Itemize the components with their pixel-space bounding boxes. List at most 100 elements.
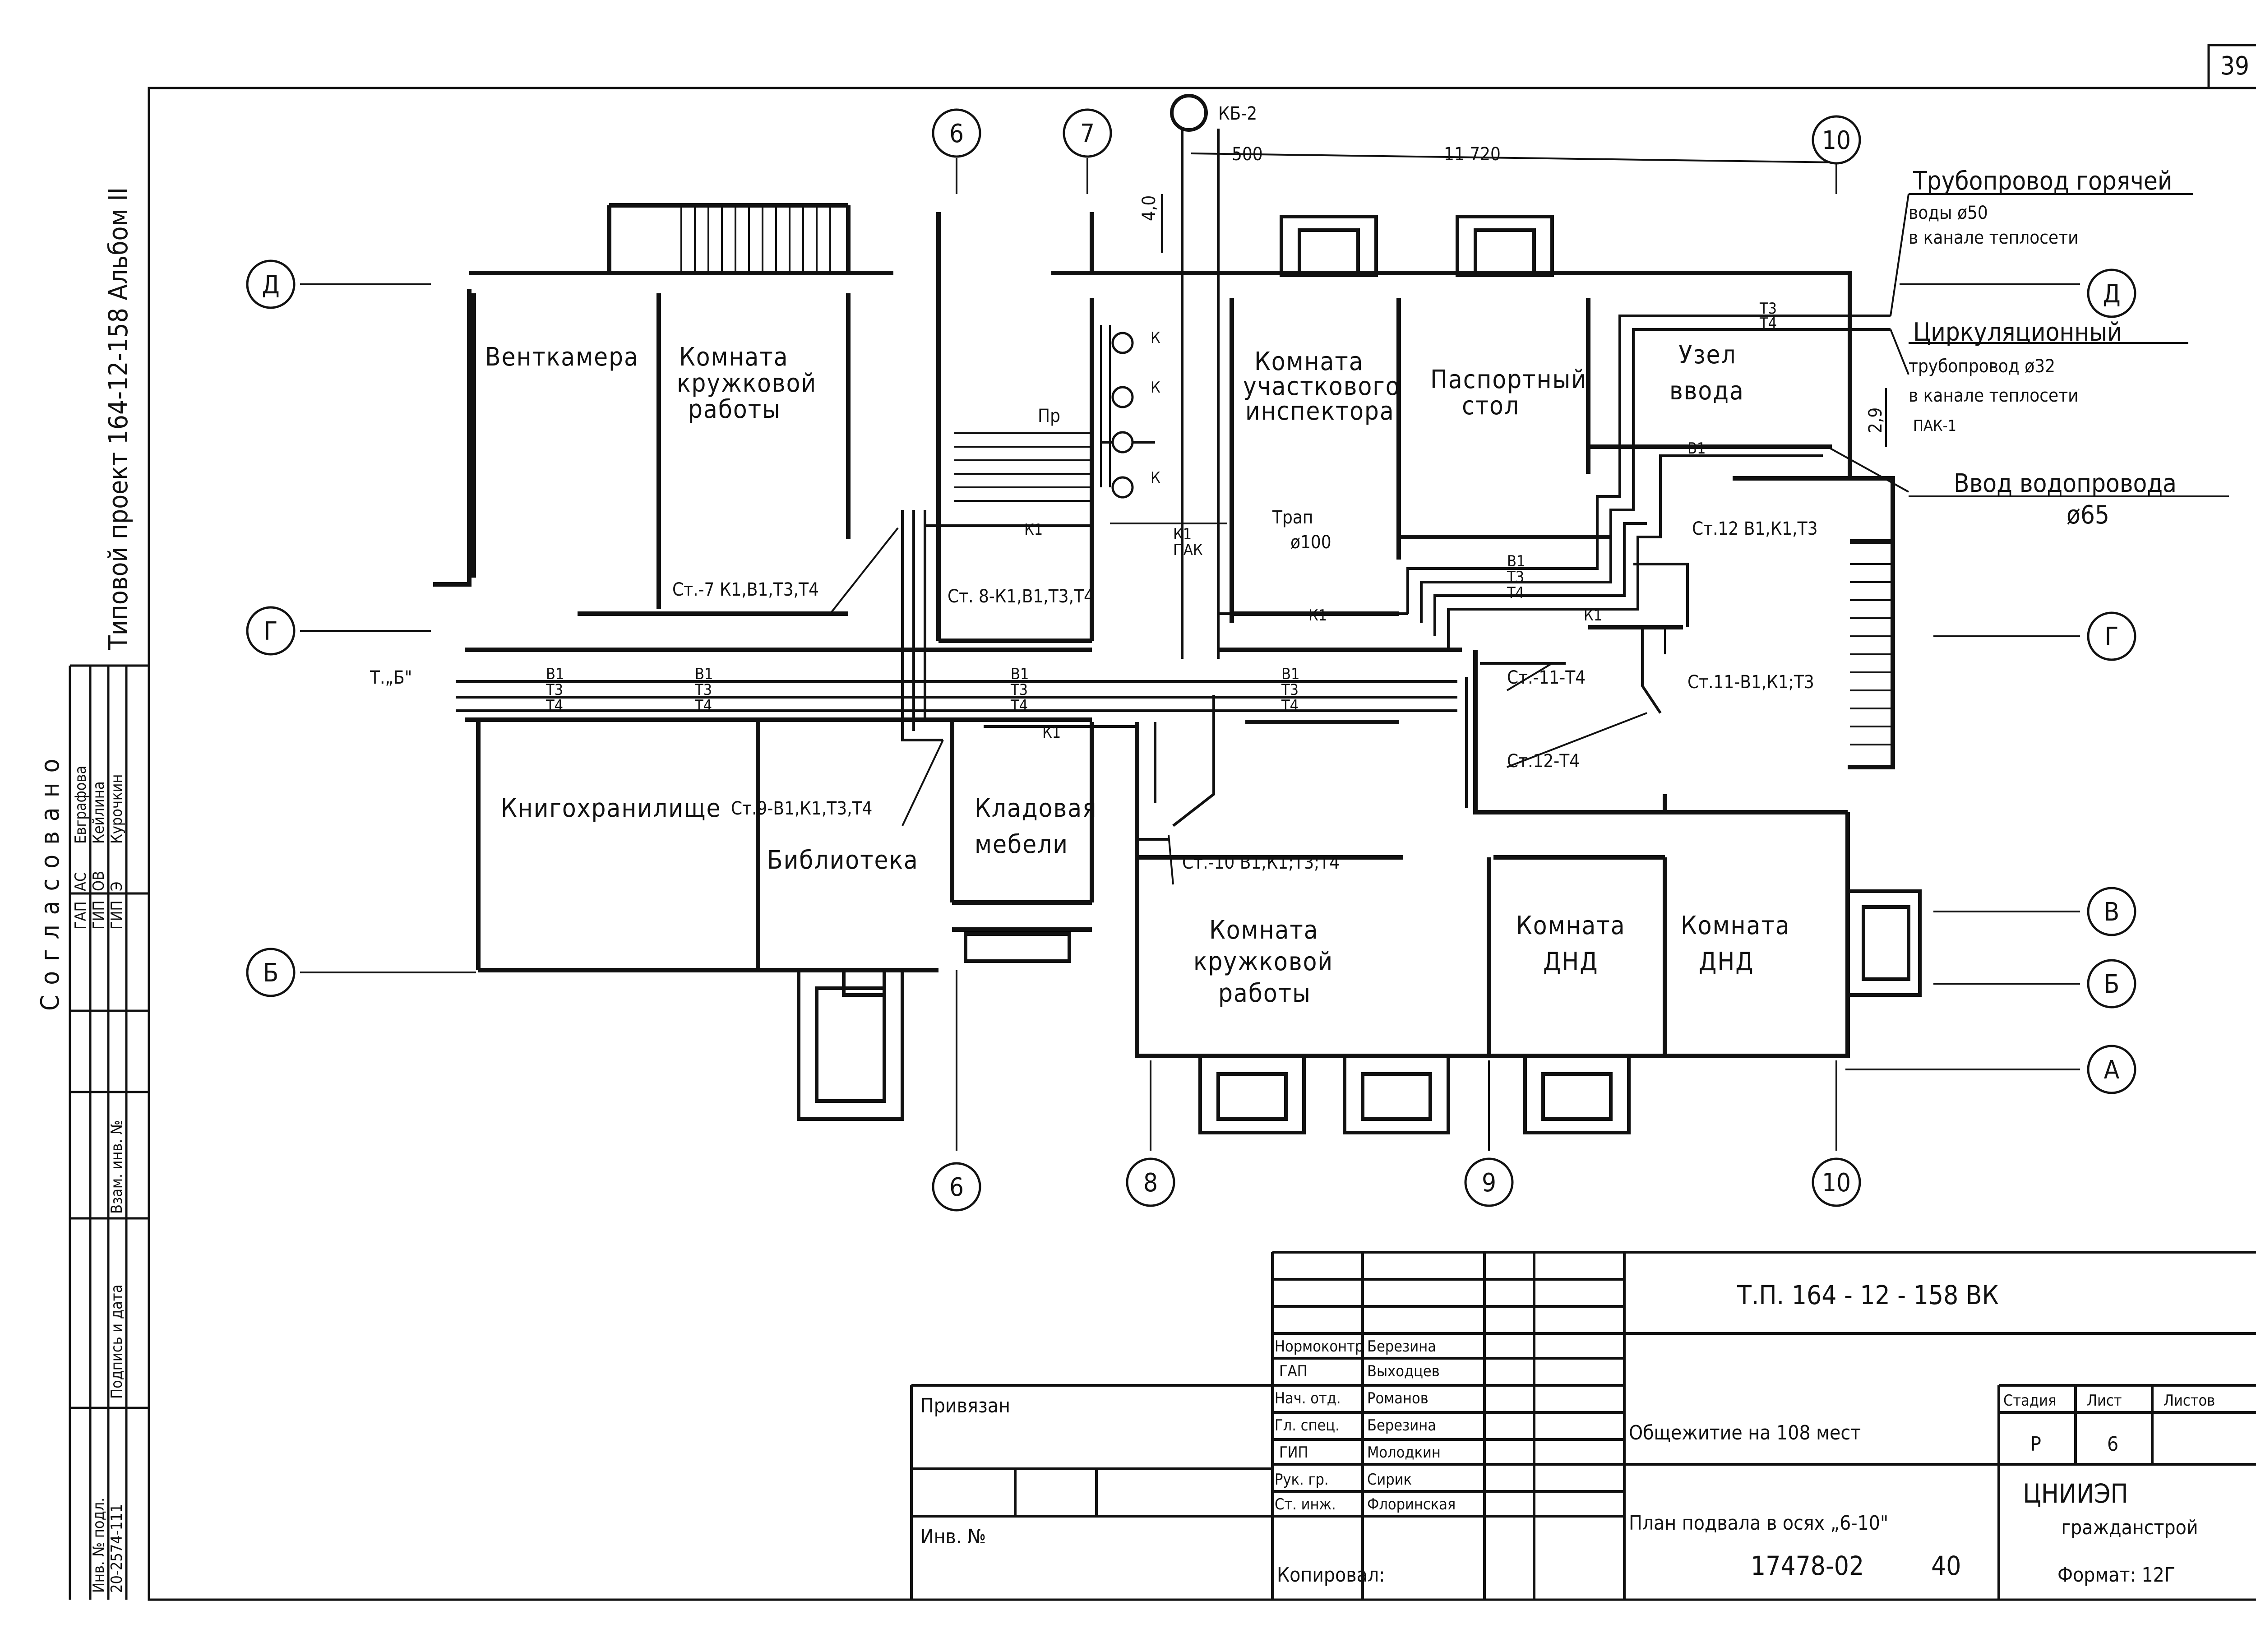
riser-st7: Ст.-7 К1,В1,Т3,Т4 [672, 579, 819, 600]
axis-8-bottom: 8 [1143, 1168, 1158, 1198]
tb-sig-name-2: Выходцев [1367, 1362, 1440, 1380]
axis-B-left: Б [263, 958, 279, 988]
tb-sig-name-7: Флоринская [1367, 1495, 1456, 1513]
room-kruzhok2-l1: Комната [1209, 916, 1319, 945]
pipe-label-k: К [1151, 329, 1160, 347]
pipe-network [456, 129, 1891, 841]
axis-6-bottom: 6 [949, 1173, 964, 1202]
label-sign-date: Подпись и дата [108, 1285, 126, 1399]
label-inv-orig: Инв. № подл. [90, 1498, 108, 1593]
tb-order-no: 17478-02 [1751, 1550, 1864, 1581]
pipe-label-t4: Т4 [1759, 315, 1777, 333]
tb-sig-name-4: Березина [1367, 1416, 1436, 1435]
pipe-label-t4: Т4 [1507, 584, 1524, 602]
approval-dept-2: ОВ [90, 871, 108, 891]
callout-tb: Т.„Б" [370, 667, 412, 688]
room-dnd2-l1: Комната [1681, 911, 1790, 940]
leaders [829, 153, 2229, 885]
callout-pr: Пр [1038, 406, 1060, 426]
building-walls [433, 203, 1895, 1058]
tb-stage: Р [2030, 1433, 2041, 1456]
tb-designation: Т.П. 164 - 12 - 158 ВК [1737, 1280, 1999, 1310]
pipe-label-v1: В1 [1011, 665, 1029, 683]
stairs [680, 208, 1891, 745]
tb-sig-role-1: Нормоконтр [1275, 1337, 1364, 1356]
pipe-label-t3: Т3 [1281, 681, 1299, 699]
pipe-label-t3: Т3 [694, 681, 712, 699]
tb-sig-name-1: Березина [1367, 1337, 1436, 1356]
room-dnd1-l1: Комната [1516, 911, 1626, 940]
room-kruzhok1-l2: кружковой [677, 369, 817, 398]
approval-dept-1: АС [72, 872, 90, 891]
pipe-label-k: К [1151, 379, 1160, 397]
room-kruzhok2-l3: работы [1218, 979, 1311, 1008]
pipe-label-v1: В1 [1281, 665, 1299, 683]
callout-vvod-l1: Ввод водопровода [1954, 469, 2177, 498]
callout-k1: К1 [1173, 525, 1192, 543]
pipe-label-k1: К1 [1308, 606, 1327, 625]
tb-stage-label: Стадия [2003, 1392, 2056, 1410]
approval-role-3: ГИП [108, 900, 126, 930]
tb-object: Общежитие на 108 мест [1629, 1421, 1861, 1444]
callout-circ-l1: Циркуляционный [1913, 318, 2122, 347]
riser-st8: Ст. 8-К1,В1,Т3,Т4 [948, 586, 1094, 607]
callout-trap-l2: ø100 [1290, 532, 1331, 553]
tb-sig-name-3: Романов [1367, 1389, 1428, 1407]
dim-2-9: 2,9 [1865, 407, 1886, 433]
tb-sig-name-6: Сирик [1367, 1471, 1412, 1489]
room-uzel-l1: Узел [1678, 340, 1737, 370]
tb-copied: Копировал: [1277, 1564, 1385, 1587]
tb-order-sheet: 40 [1931, 1550, 1961, 1581]
sanitary-fixtures [1111, 94, 1208, 499]
tb-sheet-title: План подвала в осях „6-10" [1629, 1512, 1888, 1535]
room-pasport-l1: Паспортный [1430, 365, 1587, 394]
room-dnd1-l2: ДНД [1543, 947, 1599, 976]
tb-sheet-no: 6 [2107, 1433, 2118, 1456]
room-kruzhok2-l2: кружковой [1193, 947, 1333, 976]
pipe-label-t4: Т4 [546, 697, 563, 715]
title-block-frame [910, 1251, 2256, 1600]
room-dnd2-l2: ДНД [1699, 947, 1754, 976]
room-kladovaya-l1: Кладовая [975, 794, 1097, 823]
tb-sig-role-4: Гл. спец. [1275, 1416, 1340, 1435]
tb-sig-role-7: Ст. инж. [1275, 1495, 1336, 1513]
pipe-label-t3: Т3 [546, 681, 563, 699]
axis-D-right: Д [2103, 279, 2120, 309]
callout-hot-l1: Трубопровод горячей [1913, 167, 2173, 196]
room-biblioteka: Библиотека [767, 846, 919, 875]
room-pasport-l2: стол [1462, 391, 1520, 421]
tb-inv-no: Инв. № [920, 1525, 986, 1548]
label-swap-inv: Взам. инв. № [108, 1120, 126, 1214]
tb-sheets-label: Листов [2164, 1392, 2215, 1410]
callout-hot-l2: воды ø50 [1909, 203, 1988, 223]
room-uzel-l2: ввода [1669, 376, 1744, 406]
approval-title: Согласовано [36, 749, 65, 1011]
dim-500: 500 [1232, 144, 1263, 165]
pipe-label-v1: В1 [1507, 552, 1525, 570]
tb-format: Формат: 12Г [2057, 1564, 2175, 1587]
tb-sig-role-2: ГАП [1279, 1362, 1308, 1380]
drawing-frame [148, 87, 2256, 1601]
axis-9-bottom: 9 [1482, 1168, 1496, 1198]
tb-org-l1: ЦНИИЭП [2023, 1478, 2128, 1509]
room-ventkamera: Венткамера [485, 342, 639, 372]
room-inspektor-l3: инспектора [1245, 397, 1395, 426]
callout-trap-l1: Трап [1272, 507, 1313, 528]
room-kruzhok1-l1: Комната [679, 342, 789, 372]
callout-pak: ПАК [1173, 541, 1203, 559]
pipe-label-t4: Т4 [694, 697, 712, 715]
pipe-label-k1: К1 [1584, 606, 1602, 625]
riser-st11b: Ст.11-В1,К1;Т3 [1687, 672, 1814, 693]
axis-lines [300, 158, 2080, 1151]
axis-A-right: А [2104, 1055, 2120, 1085]
well-kb2: КБ-2 [1218, 103, 1257, 124]
pipe-label-v1: В1 [695, 665, 713, 683]
pipe-label-t3: Т3 [1010, 681, 1028, 699]
pipe-label-v1: В1 [546, 665, 564, 683]
axis-7-top: 7 [1080, 119, 1095, 148]
room-kladovaya-l2: мебели [975, 830, 1068, 859]
pipe-label-t4: Т4 [1010, 697, 1028, 715]
riser-st11a: Ст.-11-Т4 [1507, 667, 1586, 688]
tb-sig-role-5: ГИП [1279, 1444, 1308, 1462]
axis-G-right: Г [2105, 622, 2119, 652]
